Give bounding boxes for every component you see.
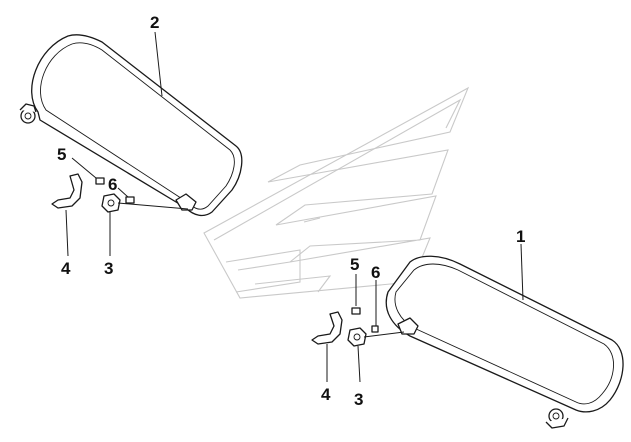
callout-labels: 2 5 6 4 3 1 5 6 4 3 — [57, 13, 525, 409]
bracket-left — [51, 173, 83, 209]
right-hardware — [311, 307, 405, 347]
screw-left — [95, 177, 105, 185]
leader-lines — [65, 31, 524, 383]
callout-left-screw: 5 — [57, 145, 66, 164]
left-hardware — [51, 173, 189, 213]
sun-visor-left — [19, 34, 243, 217]
screw-right — [351, 307, 361, 315]
bracket-right — [311, 311, 343, 345]
callout-left-clip: 3 — [104, 259, 113, 278]
callout-right-visor: 1 — [516, 227, 525, 246]
callout-right-bracket: 4 — [321, 385, 331, 404]
callout-left-visor: 2 — [150, 13, 159, 32]
watermark-logo — [203, 86, 470, 299]
callout-left-bracket: 4 — [61, 259, 71, 278]
clip-left — [101, 193, 121, 213]
clip-right — [347, 327, 367, 347]
sun-visor-right — [385, 255, 624, 429]
clip-screw-left — [125, 196, 135, 204]
callout-right-clip: 3 — [354, 390, 363, 409]
callout-right-screw: 5 — [350, 255, 359, 274]
callout-left-clip-screw: 6 — [108, 175, 117, 194]
clip-screw-right — [371, 325, 379, 333]
callout-right-clip-screw: 6 — [371, 263, 380, 282]
